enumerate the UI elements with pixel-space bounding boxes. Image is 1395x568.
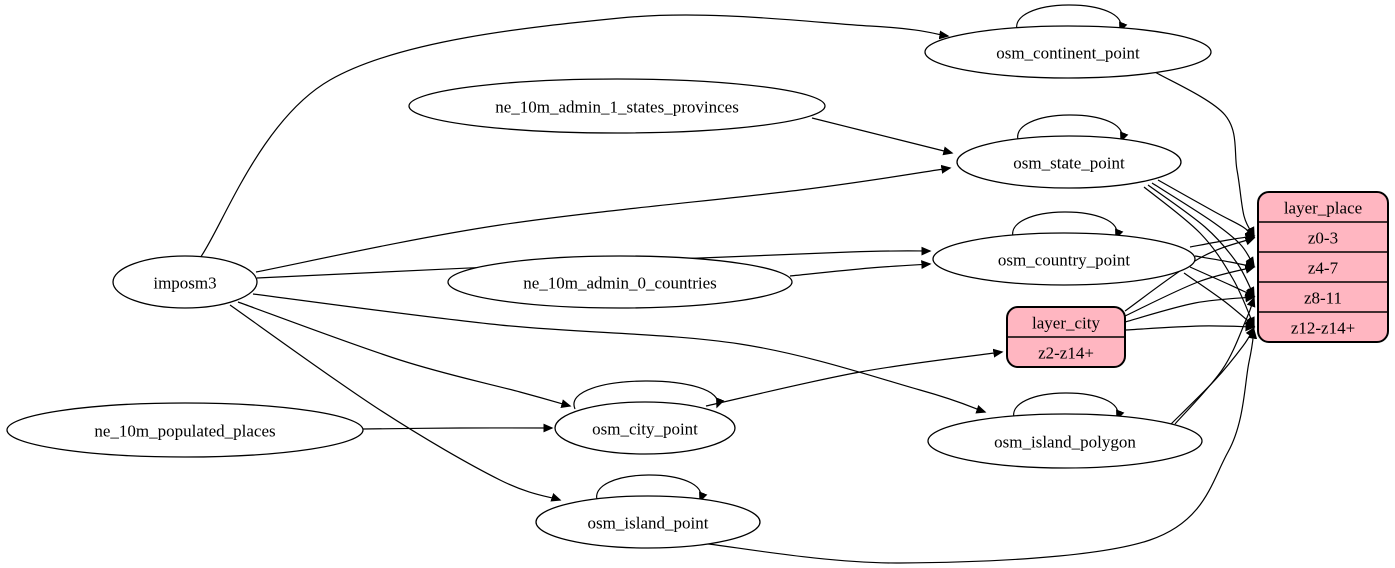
edges-layer: [199, 14, 1258, 564]
node-osm_continent_point: osm_continent_point: [924, 4, 1212, 79]
edge-imposm3-to-osm_state_point: [255, 164, 952, 273]
ellipse-osm_continent_point: [924, 25, 1212, 79]
self-loop-osm_state_point: [1017, 114, 1129, 144]
node-ne_10m_populated_places: ne_10m_populated_places: [6, 402, 364, 458]
label-osm_state_point: osm_state_point: [1013, 154, 1125, 173]
label-osm_continent_point: osm_continent_point: [996, 44, 1140, 63]
ellipse-ne_10m_admin_0_countries: [447, 255, 793, 309]
node-ne_10m_admin_1_states_provinces: ne_10m_admin_1_states_provinces: [408, 78, 826, 134]
self-loop-osm_island_polygon: [1013, 392, 1125, 422]
label-osm_city_point: osm_city_point: [592, 420, 698, 439]
label-osm_island_point: osm_island_point: [588, 514, 709, 533]
ellipse-osm_city_point: [554, 401, 736, 455]
ellipse-osm_island_point: [535, 495, 761, 549]
edge-imposm3-to-osm_island_polygon: [252, 293, 987, 414]
record-row-layer_place-z4-7: z4-7: [1308, 259, 1339, 278]
node-ne_10m_admin_0_countries: ne_10m_admin_0_countries: [447, 255, 793, 309]
record-header-layer_place: layer_place: [1284, 199, 1362, 218]
edge-layer_city-to-layer_place-row3: [1124, 322, 1256, 332]
edge-osm_island_point-to-layer_place-row3: [699, 328, 1258, 564]
edge-osm_continent_point-to-layer_place-row0: [1154, 71, 1255, 238]
edge-ne_10m_admin_1_states_provinces-to-osm_state_point: [811, 117, 954, 156]
edge-osm_island_polygon-to-layer_place-row2: [1174, 296, 1256, 425]
label-ne_10m_admin_1_states_provinces: ne_10m_admin_1_states_provinces: [495, 98, 739, 117]
record-row-layer_place-z12-z14+: z12-z14+: [1291, 319, 1355, 338]
edge-layer_city-to-layer_place-row1: [1124, 264, 1256, 317]
ellipse-ne_10m_populated_places: [6, 402, 364, 458]
node-osm_island_point: osm_island_point: [535, 474, 761, 549]
ellipse-osm_island_polygon: [927, 413, 1203, 469]
edge-osm_city_point-to-layer_city-row0: [705, 348, 1004, 407]
record-row-layer_place-z8-11: z8-11: [1304, 289, 1342, 308]
edge-osm_state_point-to-layer_place-row2: [1147, 184, 1255, 298]
ellipse-ne_10m_admin_1_states_provinces: [408, 78, 826, 134]
node-osm_island_polygon: osm_island_polygon: [927, 392, 1203, 469]
edge-osm_country_point-to-layer_place-row0: [1189, 232, 1256, 248]
record-header-layer_city: layer_city: [1032, 314, 1100, 333]
self-loop-osm_country_point: [1012, 211, 1124, 241]
edge-layer_city-to-layer_place-row0: [1124, 236, 1256, 312]
ellipse-imposm3: [112, 255, 258, 309]
record-row-layer_place-z0-3: z0-3: [1308, 229, 1338, 248]
label-ne_10m_admin_0_countries: ne_10m_admin_0_countries: [523, 274, 717, 293]
edge-osm_state_point-to-layer_place-row0: [1157, 179, 1256, 239]
edge-ne_10m_admin_0_countries-to-osm_country_point: [789, 260, 932, 277]
edge-layer_city-to-layer_place-row2: [1124, 293, 1256, 323]
label-ne_10m_populated_places: ne_10m_populated_places: [94, 422, 275, 441]
label-osm_island_polygon: osm_island_polygon: [994, 433, 1136, 452]
edge-ne_10m_populated_places-to-osm_city_point: [362, 423, 554, 433]
edge-osm_country_point-to-layer_place-row3: [1183, 272, 1256, 327]
self-loop-osm_continent_point: [1016, 4, 1128, 34]
node-layer_city: layer_city z2-z14+: [1006, 306, 1126, 368]
edge-osm_state_point-to-layer_place-row1: [1151, 182, 1255, 268]
self-loop-osm_island_point: [596, 474, 708, 504]
label-imposm3: imposm3: [153, 274, 216, 293]
node-layer_place: layer_place z0-3 z4-7 z8-11 z12-z14+: [1257, 191, 1389, 343]
node-osm_city_point: osm_city_point: [554, 380, 736, 455]
ellipse-osm_state_point: [956, 135, 1182, 189]
edge-imposm3-to-osm_island_point: [229, 304, 562, 502]
record-layer_place: [1257, 191, 1389, 343]
edge-osm_state_point-to-layer_place-row3: [1143, 186, 1255, 328]
edge-imposm3-to-osm_city_point: [237, 301, 572, 408]
node-osm_country_point: osm_country_point: [932, 211, 1196, 286]
label-osm_country_point: osm_country_point: [998, 251, 1130, 270]
node-osm_state_point: osm_state_point: [956, 114, 1182, 189]
edge-imposm3-to-osm_continent_point: [199, 14, 950, 259]
node-imposm3: imposm3: [112, 255, 258, 309]
ellipse-osm_country_point: [932, 232, 1196, 286]
self-loop-osm_city_point: [573, 380, 725, 410]
record-row-layer_city-z2-z14+: z2-z14+: [1038, 344, 1094, 363]
